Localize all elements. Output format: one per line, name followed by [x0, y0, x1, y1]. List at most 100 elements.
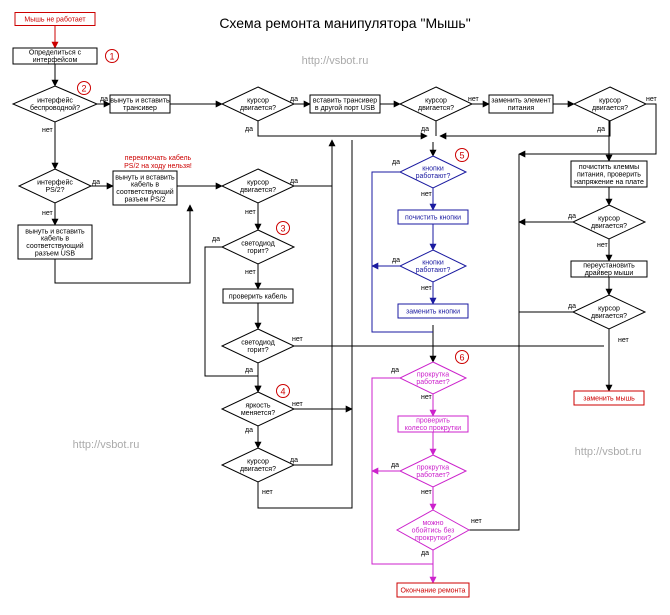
label-no: нет: [468, 96, 480, 103]
label-no: нет: [292, 336, 304, 343]
node-text: интерфейсом: [33, 56, 78, 64]
node-text: двигается?: [240, 105, 276, 112]
svg-text:3: 3: [280, 223, 285, 233]
node-text: заменить кнопки: [406, 308, 460, 315]
decision-shape: [398, 86, 474, 122]
label-yes: да: [597, 126, 605, 133]
label-yes: да: [290, 96, 298, 103]
node-text: двигается?: [591, 223, 627, 230]
flow-connector: [54, 204, 194, 284]
flow-connector: [439, 121, 611, 140]
flow-connector: [257, 121, 428, 140]
node-text: кабель в: [41, 235, 69, 243]
node-text: вынуть и вставить: [110, 98, 170, 105]
watermark-left: http://vsbot.ru: [73, 439, 140, 451]
label-yes: да: [391, 462, 399, 469]
label-yes: да: [392, 257, 400, 264]
label-yes: да: [568, 303, 576, 310]
node-text: кнопки: [422, 260, 444, 267]
label-yes: да: [421, 550, 429, 557]
process-shape: [309, 94, 381, 114]
node-text: курсор: [247, 459, 269, 466]
decision-shape: [398, 155, 468, 189]
decision-shape: [398, 249, 468, 283]
node-text: курсор: [425, 98, 447, 105]
process-shape: [12, 47, 98, 65]
label-no: нет: [421, 191, 433, 198]
flow-connector: [518, 154, 573, 313]
node-text: заменить мышь: [583, 395, 635, 402]
node-text: питания, проверить: [577, 171, 641, 178]
label-yes: да: [212, 236, 220, 243]
label-yes: да: [100, 96, 108, 103]
decision-shape: [220, 328, 296, 364]
label-no: нет: [646, 96, 658, 103]
node-text: курсор: [598, 306, 620, 313]
node-start: Мышь не работает: [14, 12, 96, 26]
label-no: нет: [245, 209, 257, 216]
label-no: нет: [421, 489, 433, 496]
node-text: Определиться с: [29, 50, 82, 57]
node-text: трансивер: [123, 105, 157, 112]
node-text: соответствующий: [26, 242, 84, 250]
process-shape: [573, 390, 645, 406]
node-text: меняется?: [241, 410, 275, 417]
label-no: нет: [42, 210, 54, 217]
step-marker-4: 4: [276, 384, 290, 398]
label-no: нет: [421, 285, 433, 292]
node-text: двигается?: [592, 105, 628, 112]
node-text: двигается?: [240, 466, 276, 473]
flow-connector: [294, 139, 336, 187]
node-text: курсор: [247, 98, 269, 105]
node-text: прокрутка: [417, 372, 449, 379]
flow-connector: [518, 103, 657, 158]
node-text: работают?: [416, 172, 451, 180]
node-text: вставить трансивер: [313, 98, 377, 105]
node-check-cable: проверить кабель: [222, 288, 294, 304]
node-text: двигается?: [418, 105, 454, 112]
node-text: вынуть и вставить: [115, 174, 175, 181]
label-no: нет: [245, 269, 257, 276]
process-shape: [396, 582, 470, 598]
decision-shape: [220, 86, 296, 122]
label-no: нет: [421, 394, 433, 401]
node-text: заменить элемент: [491, 98, 551, 105]
flow-connector: [469, 312, 520, 531]
node-text: можно: [422, 520, 443, 527]
terminal-shape: [14, 12, 96, 26]
label-yes: да: [92, 179, 100, 186]
ps2-warning-note-line-2: PS/2 на ходу нельзя!: [124, 163, 192, 170]
node-text: вынуть и вставить: [25, 228, 85, 235]
node-text: в другой порт USB: [315, 104, 376, 112]
process-shape: [397, 303, 469, 319]
process-shape: [397, 415, 469, 433]
node-text: интерфейс: [37, 97, 73, 105]
step-marker-3: 3: [276, 221, 290, 235]
node-text: кабель в: [131, 181, 159, 189]
decision-shape: [220, 391, 296, 427]
node-text: курсор: [598, 216, 620, 223]
node-text: проверить: [416, 418, 450, 425]
node-text: напряжение на плате: [574, 179, 644, 186]
decision-shape: [220, 447, 296, 483]
label-no: нет: [597, 242, 609, 249]
watermark-top: http://vsbot.ru: [302, 55, 369, 67]
watermark-right: http://vsbot.ru: [575, 446, 642, 458]
ps2-warning-note-line-1: переключать кабель: [125, 154, 192, 162]
process-shape: [488, 94, 554, 114]
